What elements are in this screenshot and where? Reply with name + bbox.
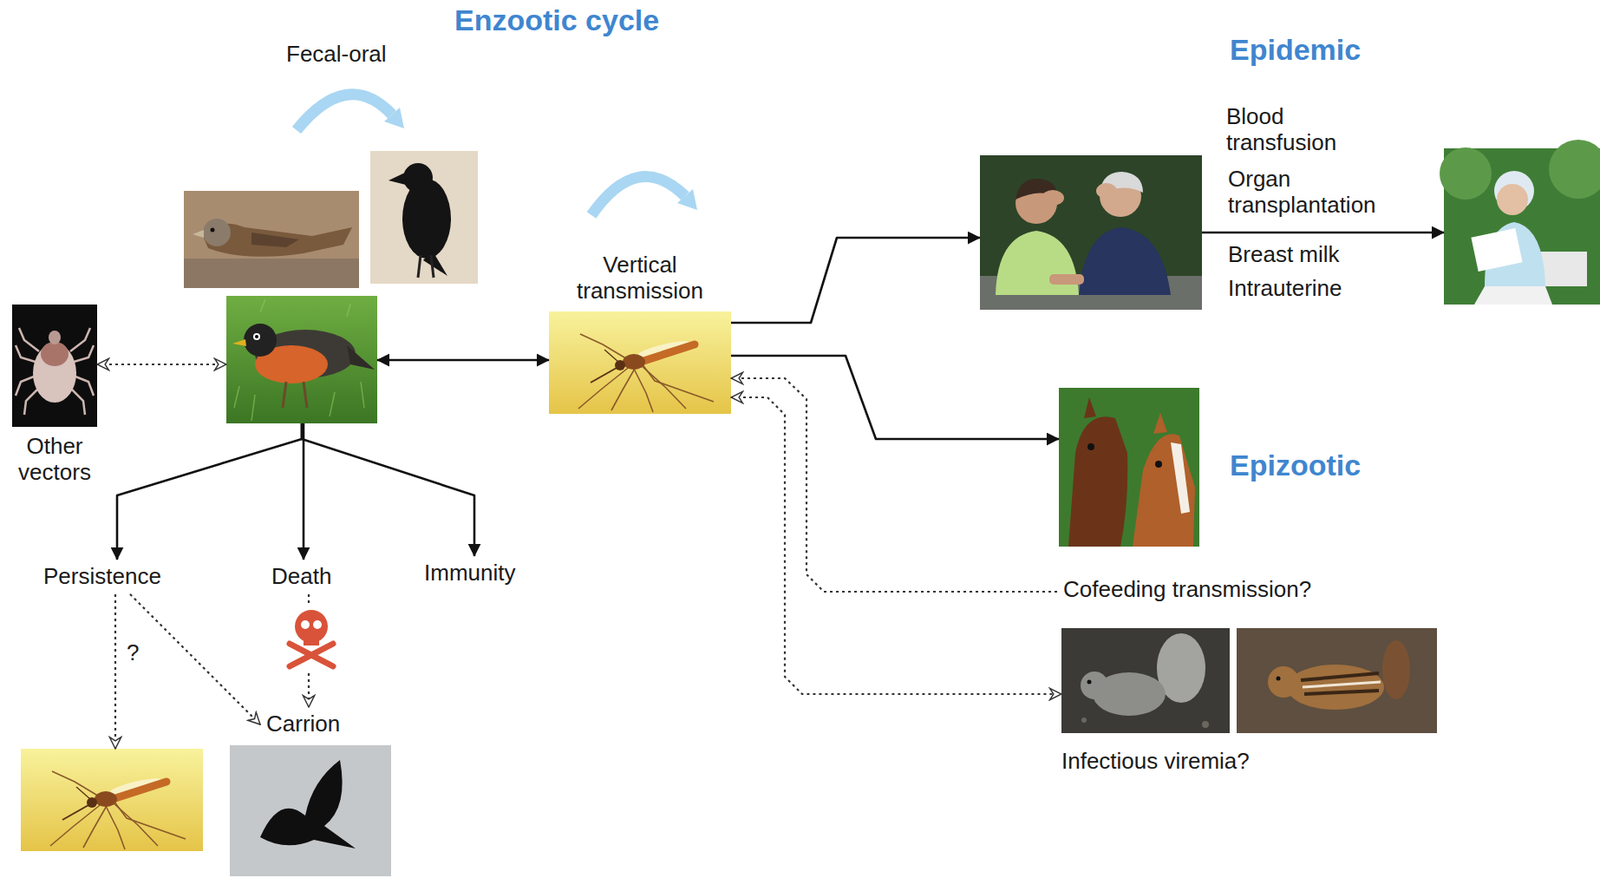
arrow xyxy=(302,423,306,560)
arrow xyxy=(377,359,549,362)
text-node: Death xyxy=(265,559,338,595)
tick-photo xyxy=(12,304,98,427)
photo-box: Other vectors xyxy=(12,304,98,427)
photo-caption: Other vectors xyxy=(6,433,104,486)
photo-box xyxy=(1058,387,1200,547)
photo-caption: Vertical transmission xyxy=(553,252,727,305)
node-label: Immunity xyxy=(424,560,516,587)
vertical-transmission-arrow xyxy=(591,176,698,216)
photo-box: Vertical transmission xyxy=(548,311,732,414)
fecal-oral-arrow xyxy=(296,94,405,131)
text-node: Immunity xyxy=(417,555,522,591)
sparrow-photo xyxy=(183,190,360,288)
mosquito-photo xyxy=(20,748,203,851)
photo-caption: Infectious viremia? xyxy=(1061,748,1250,775)
arrow xyxy=(731,355,1059,439)
arrow xyxy=(1201,231,1444,235)
sick-people-photo xyxy=(979,155,1202,310)
recovered-woman-photo xyxy=(1439,139,1600,305)
section-heading: Enzootic cycle xyxy=(454,3,660,38)
node-label: Carrion xyxy=(266,711,340,738)
text-node: Persistence xyxy=(37,559,168,595)
chipmunk-photo xyxy=(1236,627,1437,733)
text-label: Breast milk xyxy=(1227,241,1340,268)
horses-photo xyxy=(1058,387,1200,547)
photo-box xyxy=(979,155,1202,310)
text-label: ? xyxy=(126,640,139,667)
photo-box xyxy=(226,295,378,424)
arrow xyxy=(117,423,302,560)
squirrel-photo xyxy=(1061,627,1230,733)
section-heading: Epidemic xyxy=(1229,32,1361,67)
node-label: Death xyxy=(271,563,332,590)
mosquito-photo xyxy=(548,311,732,414)
dotted-arrow xyxy=(114,594,117,749)
text-label: Fecal-oral xyxy=(286,41,387,68)
dotted-arrow xyxy=(731,378,1058,592)
text-node: Carrion xyxy=(260,706,347,742)
dotted-arrow xyxy=(97,363,227,366)
text-label: Blood transfusion xyxy=(1226,104,1357,157)
photo-box xyxy=(1443,148,1600,305)
text-label: Intrauterine xyxy=(1227,275,1343,302)
arrow xyxy=(731,237,980,323)
crow-photo xyxy=(370,150,478,284)
photo-box: Infectious viremia? xyxy=(1061,627,1437,733)
section-heading: Epizootic xyxy=(1229,448,1361,483)
text-node: Cofeeding transmission? xyxy=(1057,572,1318,608)
photo-box xyxy=(20,748,203,851)
robin-photo xyxy=(226,295,378,424)
dotted-arrow xyxy=(731,397,1062,694)
text-label: Organ transplantation xyxy=(1227,166,1428,219)
arrow xyxy=(301,423,475,556)
node-label: Cofeeding transmission? xyxy=(1063,576,1312,603)
dotted-arrow xyxy=(130,594,261,725)
node-label: Persistence xyxy=(43,563,162,590)
carrion-crow-photo xyxy=(229,744,392,876)
